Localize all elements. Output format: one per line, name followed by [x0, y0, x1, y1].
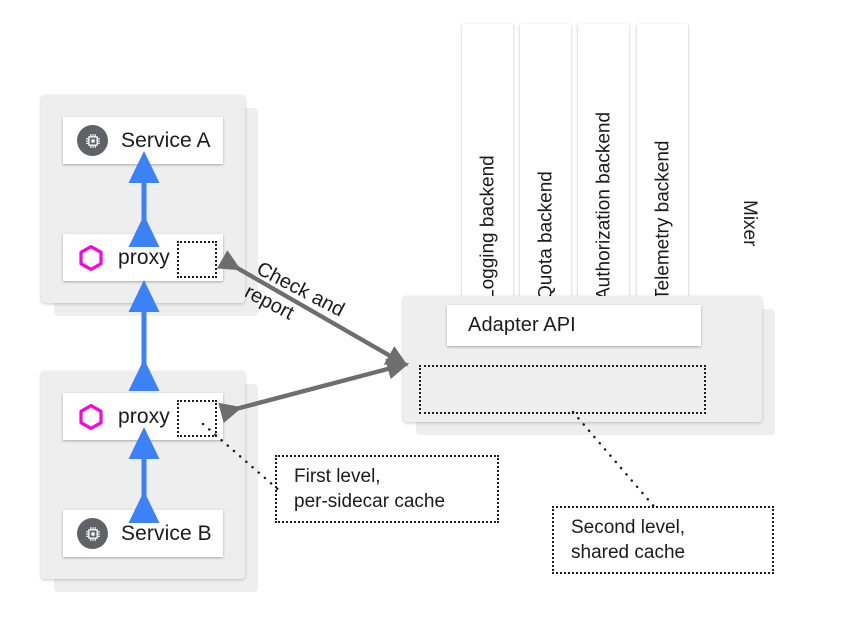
backend-label: Authorization backend: [593, 111, 614, 300]
mixer-label: Mixer: [739, 200, 760, 247]
pod-a-proxy-label: proxy: [118, 245, 170, 269]
callout-first-level-cache[interactable]: First level, per-sidecar cache: [275, 455, 499, 523]
callout-second-level-cache[interactable]: Second level, shared cache: [552, 506, 774, 574]
pod-b-first-level-cache[interactable]: [177, 400, 217, 437]
service-b-box[interactable]: Service B: [63, 510, 223, 557]
adapter-api-label: Adapter API: [468, 314, 576, 336]
pod-b-proxy-label: proxy: [118, 404, 170, 428]
backend-column-logging[interactable]: Logging backend: [462, 24, 513, 314]
backend-column-authorization[interactable]: Authorization backend: [578, 24, 629, 314]
pod-b-proxy-box[interactable]: proxy: [63, 393, 223, 440]
pod-a-first-level-cache[interactable]: [177, 241, 217, 278]
mixer-card-content: Adapter API Mixer: [403, 200, 762, 422]
second-level-shared-cache[interactable]: [419, 365, 706, 414]
pod-b-content: proxy Service B: [41, 371, 245, 579]
mixer-card[interactable]: Adapter API Mixer: [403, 200, 775, 435]
pod-a-content: Service A proxy: [41, 95, 245, 303]
backend-column-quota[interactable]: Quota backend: [520, 24, 571, 314]
chip-icon: [77, 125, 108, 156]
pod-a-proxy-box[interactable]: proxy: [63, 234, 223, 281]
service-b-label: Service B: [121, 521, 212, 545]
backend-label: Telemetry backend: [652, 140, 673, 300]
hexagon-icon: [77, 403, 105, 431]
check-and-report-label: Check and report: [240, 257, 348, 325]
backend-column-telemetry[interactable]: Telemetry backend: [637, 24, 688, 314]
callout-text: Second level, shared cache: [571, 517, 686, 563]
backend-label: Quota backend: [535, 171, 556, 300]
hexagon-icon: [77, 244, 105, 272]
callout-text: First level, per-sidecar cache: [294, 466, 446, 512]
backend-label: Logging backend: [477, 155, 498, 300]
service-a-box[interactable]: Service A: [63, 117, 223, 164]
chip-icon: [77, 518, 108, 549]
adapter-api-box[interactable]: Adapter API: [447, 305, 701, 346]
service-a-label: Service A: [121, 128, 211, 152]
pod-b-card[interactable]: proxy Service B: [41, 371, 258, 592]
pod-a-card[interactable]: Service A proxy: [41, 95, 258, 316]
